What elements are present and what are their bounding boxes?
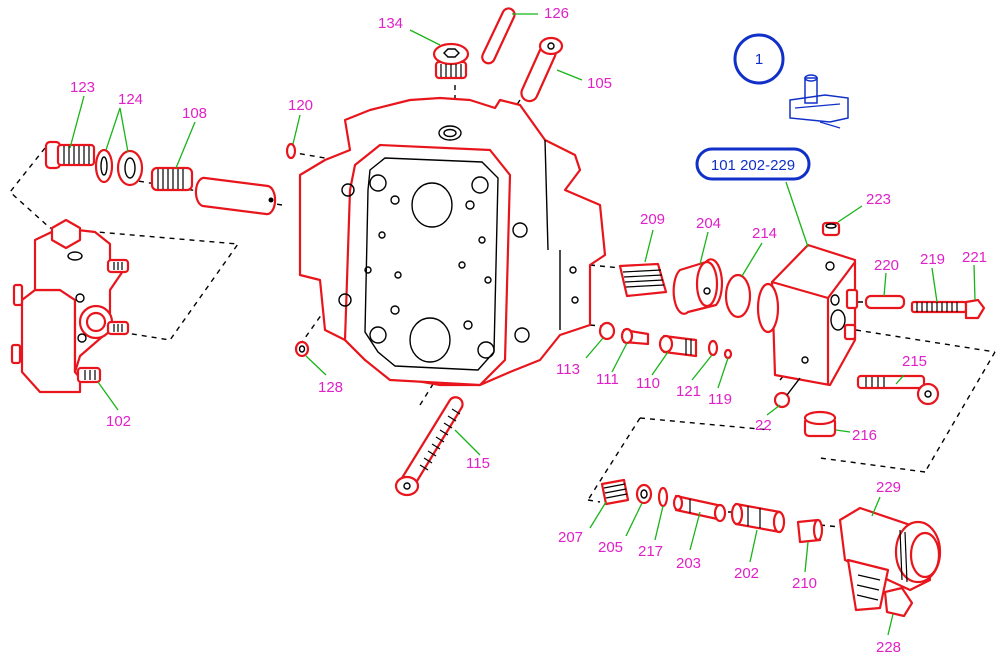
label-228[interactable]: 228 xyxy=(876,639,901,656)
label-115[interactable]: 115 xyxy=(466,455,490,472)
part-216-plug[interactable] xyxy=(803,410,837,438)
label-128[interactable]: 128 xyxy=(318,379,343,396)
label-223[interactable]: 223 xyxy=(866,191,891,208)
label-202[interactable]: 202 xyxy=(734,565,759,582)
label-123[interactable]: 123 xyxy=(70,79,95,96)
part-119-oring[interactable] xyxy=(723,348,733,360)
label-124[interactable]: 124 xyxy=(118,91,143,108)
label-209[interactable]: 209 xyxy=(640,211,665,228)
group-reference-text: 101 202-229 xyxy=(711,157,795,174)
part-220-pin[interactable] xyxy=(864,294,906,310)
label-119[interactable]: 119 xyxy=(708,391,732,408)
label-207[interactable]: 207 xyxy=(558,529,583,546)
part-121-oring[interactable] xyxy=(707,339,719,357)
label-105[interactable]: 105 xyxy=(587,75,612,92)
part-207-spring[interactable] xyxy=(600,478,630,506)
part-219-rod[interactable] xyxy=(910,300,968,314)
part-115-bolt[interactable] xyxy=(394,396,464,497)
label-220[interactable]: 220 xyxy=(874,257,899,274)
label-134[interactable]: 134 xyxy=(378,15,403,32)
label-221[interactable]: 221 xyxy=(962,249,987,266)
leader-lines xyxy=(69,13,976,636)
label-214[interactable]: 214 xyxy=(752,225,777,242)
label-217[interactable]: 217 xyxy=(638,543,663,560)
part-229-solenoid[interactable] xyxy=(838,506,942,618)
part-202-sleeve[interactable] xyxy=(730,502,786,534)
part-120-oring[interactable] xyxy=(285,142,297,160)
label-229[interactable]: 229 xyxy=(876,479,901,496)
part-128-oring[interactable] xyxy=(294,340,310,358)
label-102[interactable]: 102 xyxy=(106,413,131,430)
label-111[interactable]: 111 xyxy=(596,371,619,388)
label-210[interactable]: 210 xyxy=(792,575,817,592)
part-labels: 134 126 105 123 124 108 120 102 128 115 … xyxy=(70,5,987,656)
part-105-bolt[interactable] xyxy=(520,36,564,103)
valve-thumbnail-icon xyxy=(789,74,849,129)
part-pilot-block[interactable] xyxy=(756,243,859,387)
group-reference-box[interactable]: 101 202-229 xyxy=(695,147,811,181)
label-203[interactable]: 203 xyxy=(676,555,701,572)
reference-view-1[interactable]: 1 xyxy=(733,33,785,85)
label-205[interactable]: 205 xyxy=(598,539,623,556)
label-121[interactable]: 121 xyxy=(676,383,701,400)
part-134-plug[interactable] xyxy=(432,42,470,80)
label-22[interactable]: 22 xyxy=(755,417,772,434)
part-123-plug[interactable] xyxy=(44,140,96,170)
part-214-oring[interactable] xyxy=(724,273,752,319)
main-valve-housing[interactable] xyxy=(298,96,607,387)
part-217-oring[interactable] xyxy=(657,486,669,508)
part-124-orings[interactable] xyxy=(94,148,144,187)
part-102-cover[interactable] xyxy=(10,218,130,394)
part-111-pin[interactable] xyxy=(620,327,650,346)
label-110[interactable]: 110 xyxy=(636,375,660,392)
label-204[interactable]: 204 xyxy=(696,215,721,232)
part-210-sleeve[interactable] xyxy=(796,518,824,544)
part-126-pin[interactable] xyxy=(481,7,516,65)
part-108-spring-spool[interactable] xyxy=(150,166,277,216)
label-215[interactable]: 215 xyxy=(902,353,927,370)
reference-circle-text: 1 xyxy=(755,51,763,68)
part-204-cup[interactable] xyxy=(672,258,724,315)
label-113[interactable]: 113 xyxy=(556,361,580,378)
part-203-spool[interactable] xyxy=(672,494,727,523)
part-215-bolt[interactable] xyxy=(856,374,940,406)
part-205-washer[interactable] xyxy=(635,483,653,505)
label-126[interactable]: 126 xyxy=(544,5,569,22)
part-209-spring[interactable] xyxy=(618,262,668,298)
label-219[interactable]: 219 xyxy=(920,251,945,268)
label-120[interactable]: 120 xyxy=(288,97,313,114)
part-113-sleeve[interactable] xyxy=(598,321,616,341)
part-223-plug[interactable] xyxy=(821,221,841,237)
part-110-piston[interactable] xyxy=(658,334,698,358)
label-108[interactable]: 108 xyxy=(182,105,207,122)
part-221-nut[interactable] xyxy=(964,298,986,320)
label-216[interactable]: 216 xyxy=(852,427,877,444)
part-22-plug[interactable] xyxy=(773,377,801,409)
